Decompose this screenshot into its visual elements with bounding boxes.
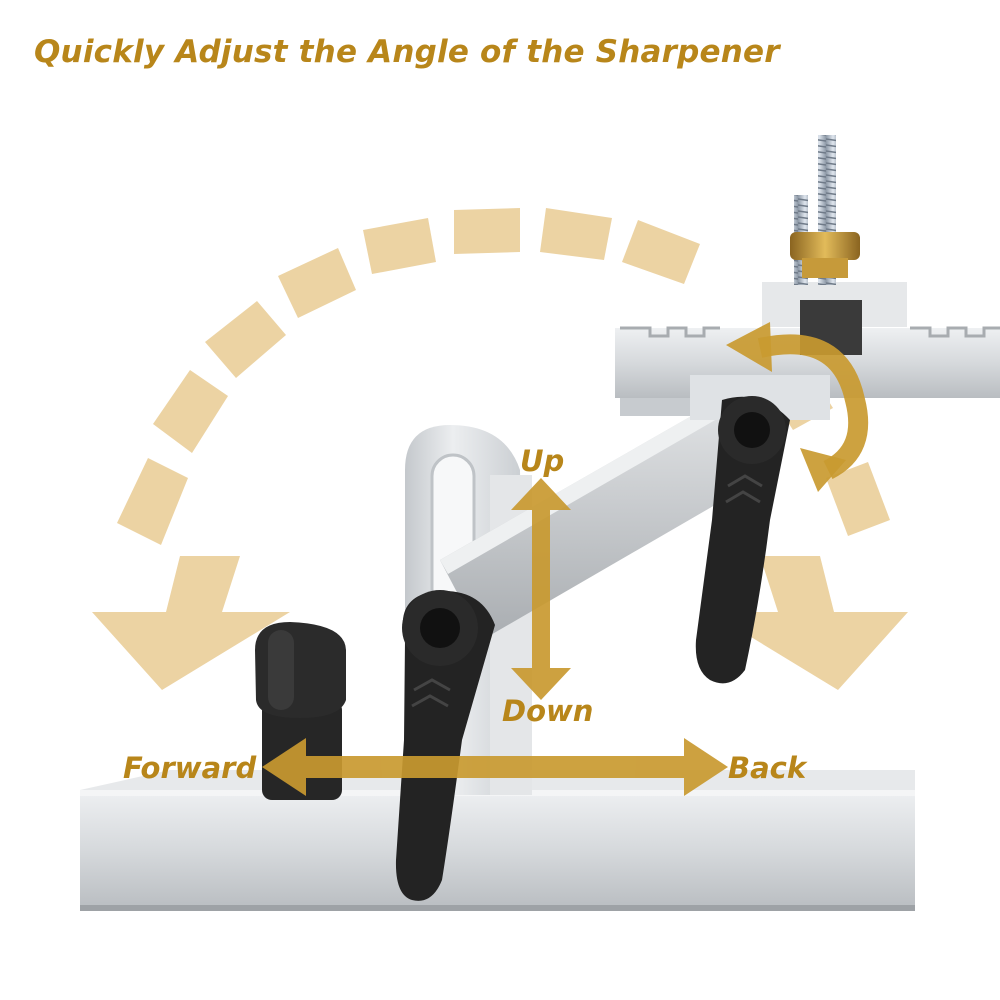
- label-up: Up: [520, 444, 565, 478]
- label-back: Back: [728, 751, 807, 785]
- rotate-arrow-icon: [757, 334, 869, 479]
- rear-lever-handle: [695, 396, 790, 684]
- front-lever-handle: [395, 590, 495, 901]
- adjustment-screw-icon: [790, 135, 860, 285]
- headline: Quickly Adjust the Angle of the Sharpene…: [34, 34, 780, 70]
- left-right-arrow-icon: [262, 738, 728, 796]
- label-forward: Forward: [123, 751, 257, 785]
- angled-support-bar: [440, 395, 772, 640]
- up-down-arrow-icon: [511, 478, 571, 700]
- rotate-arrow-heads-icon: [726, 322, 846, 492]
- label-down: Down: [502, 694, 594, 728]
